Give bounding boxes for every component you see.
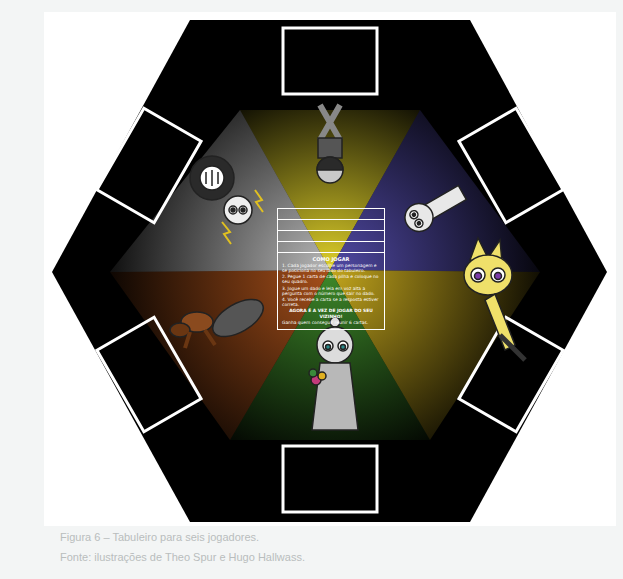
empty-row <box>278 209 384 220</box>
rules-line: 1. Cada jogador escolhe um personagem e … <box>282 263 380 274</box>
rules-line: 4. Você recebe a carta se a resposta est… <box>282 297 380 308</box>
source-note: Fonte: ilustrações de Theo Spur e Hugo H… <box>60 551 305 563</box>
empty-row <box>278 220 384 231</box>
rules-body: COMO JOGAR1. Cada jogador escolhe um per… <box>278 209 384 329</box>
empty-row <box>278 242 384 253</box>
rules-line: 2. Pegue 1 carta de cada pilha e coloque… <box>282 274 380 285</box>
rules-line: Ganha quem conseguir reunir 6 cartas. <box>282 320 380 325</box>
rules-heading: COMO JOGAR <box>282 256 380 262</box>
rules-line: AGORA É A VEZ DE JOGAR DO SEU VIZINHO! <box>282 308 380 319</box>
rules-card: COMO JOGAR1. Cada jogador escolhe um per… <box>277 208 385 330</box>
rules-line: 3. Jogue um dado e leia em voz alta a pe… <box>282 286 380 297</box>
figure-caption: Figura 6 – Tabuleiro para seis jogadores… <box>60 531 259 543</box>
empty-row <box>278 231 384 242</box>
